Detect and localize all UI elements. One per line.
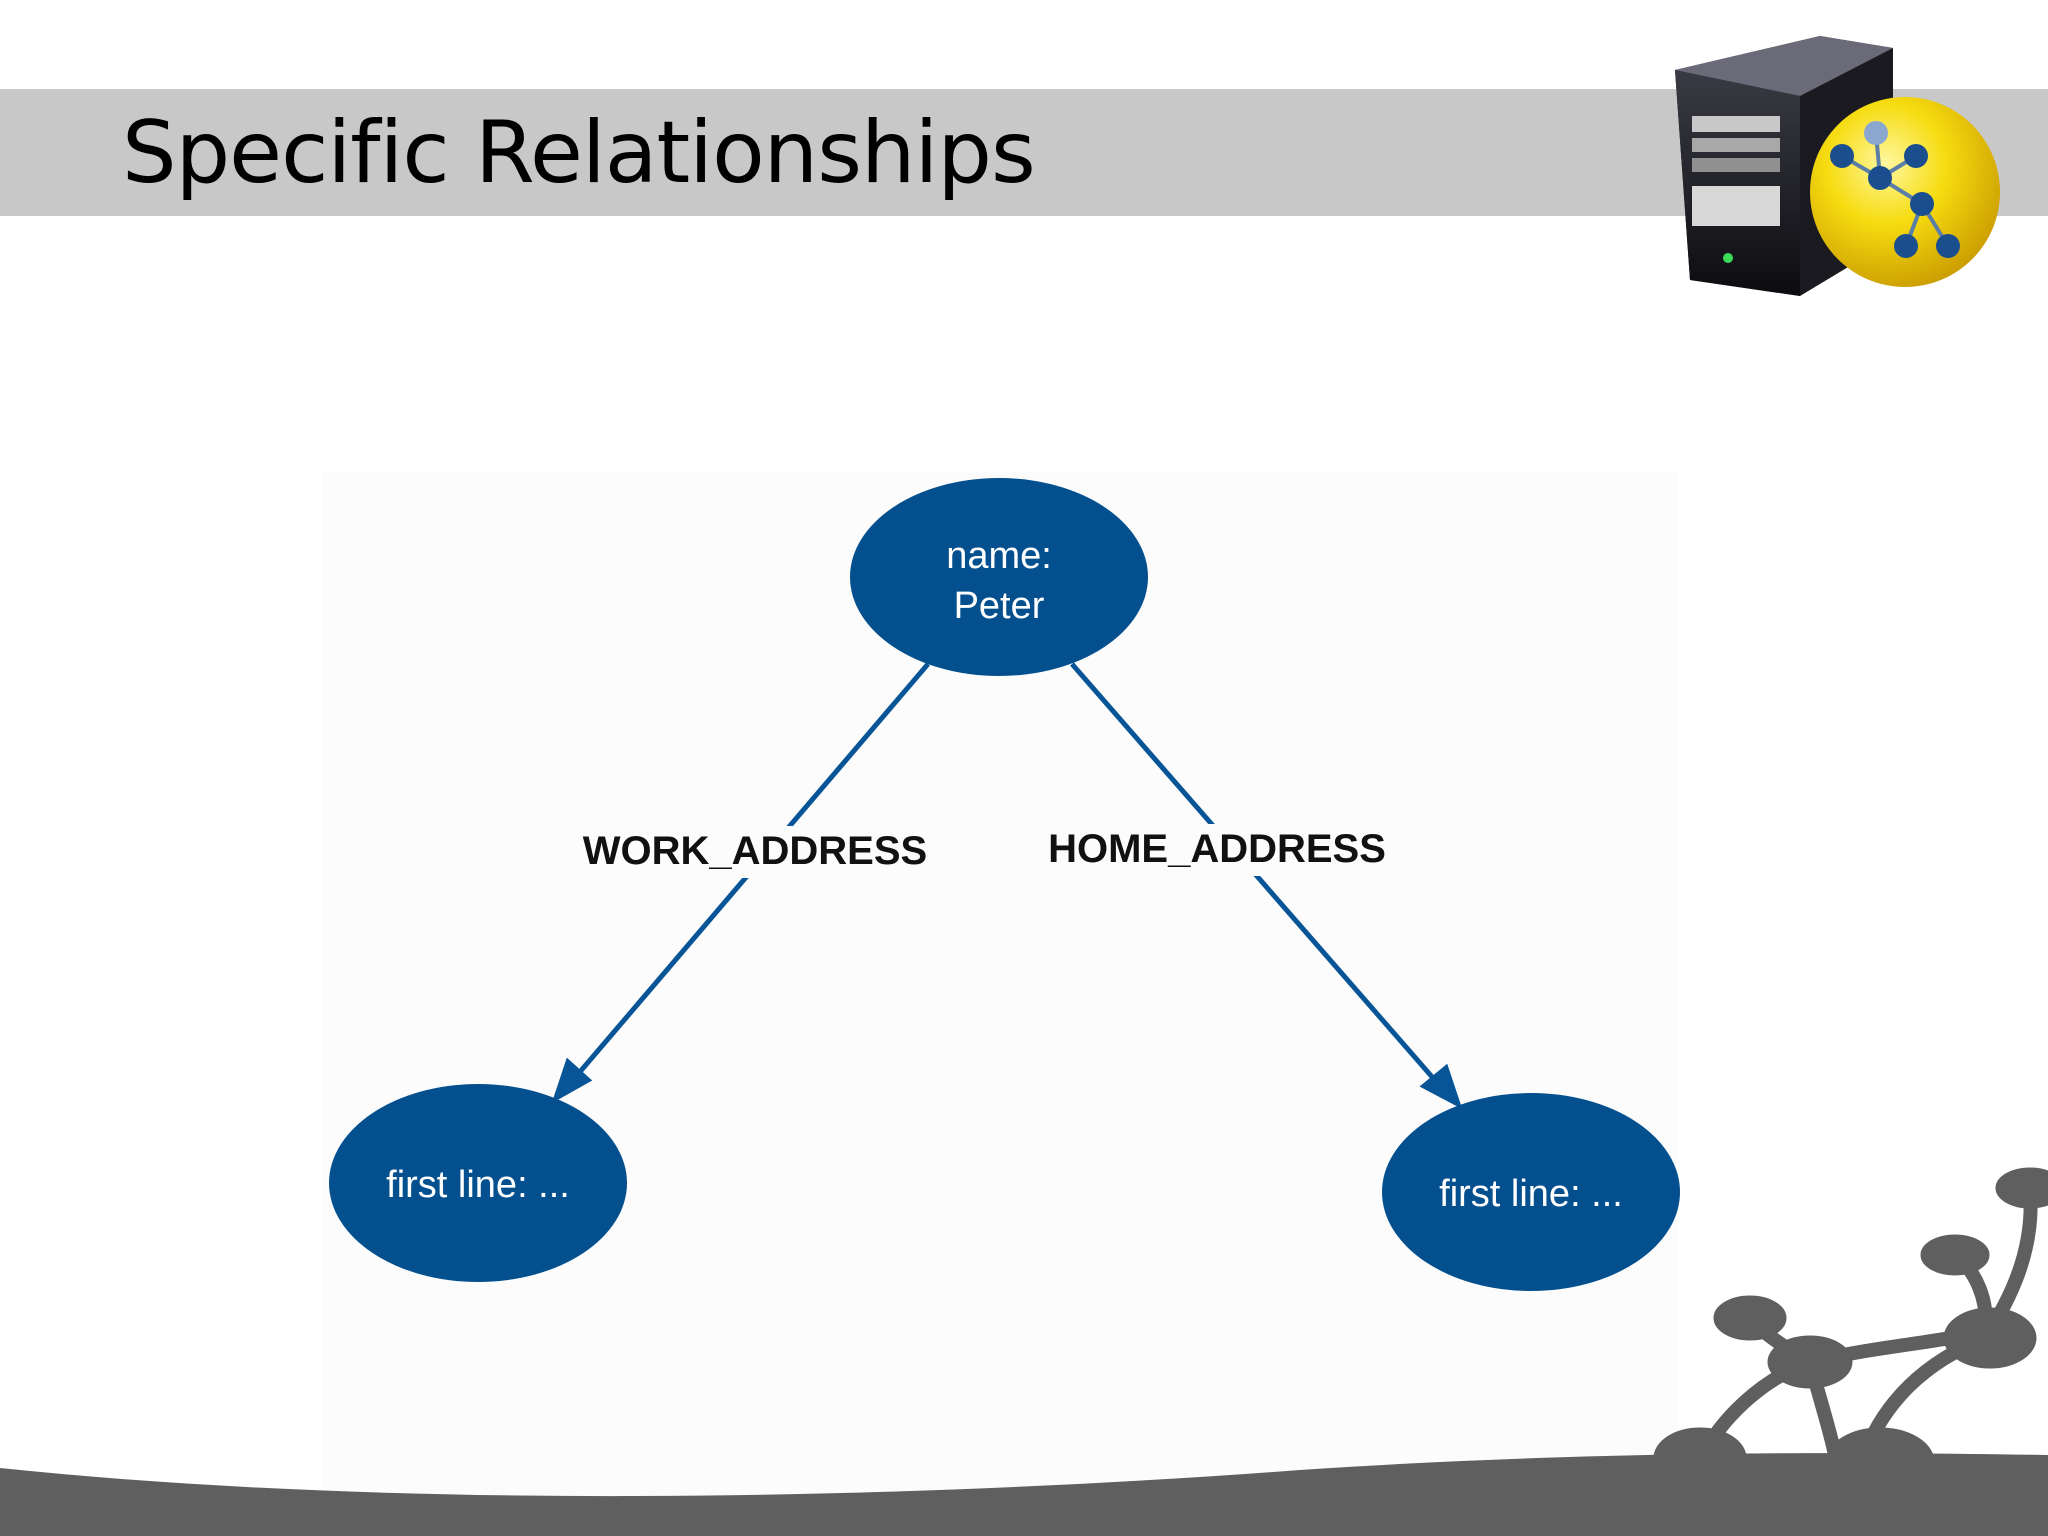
bottom-wave-decoration	[0, 1453, 2048, 1536]
node-person-line-2: Peter	[954, 585, 1045, 627]
arrowhead-work	[551, 1057, 593, 1104]
node-person: name: Peter	[850, 478, 1148, 676]
graph-database-icon	[1810, 97, 2000, 287]
node-home-address: first line: ...	[1382, 1093, 1680, 1291]
node-work-line-1: first line: ...	[386, 1164, 570, 1206]
edge-label-home: HOME_ADDRESS	[1048, 827, 1386, 871]
node-home-line-1: first line: ...	[1439, 1173, 1623, 1215]
slide-title: Specific Relationships	[122, 103, 1036, 203]
node-work-address: first line: ...	[329, 1084, 627, 1282]
node-person-line-1: name:	[946, 535, 1052, 577]
network-decoration	[1653, 1167, 2048, 1497]
diagram-edges	[551, 662, 1463, 1110]
arrowhead-home	[1419, 1063, 1463, 1110]
edge-label-work: WORK_ADDRESS	[583, 829, 927, 873]
